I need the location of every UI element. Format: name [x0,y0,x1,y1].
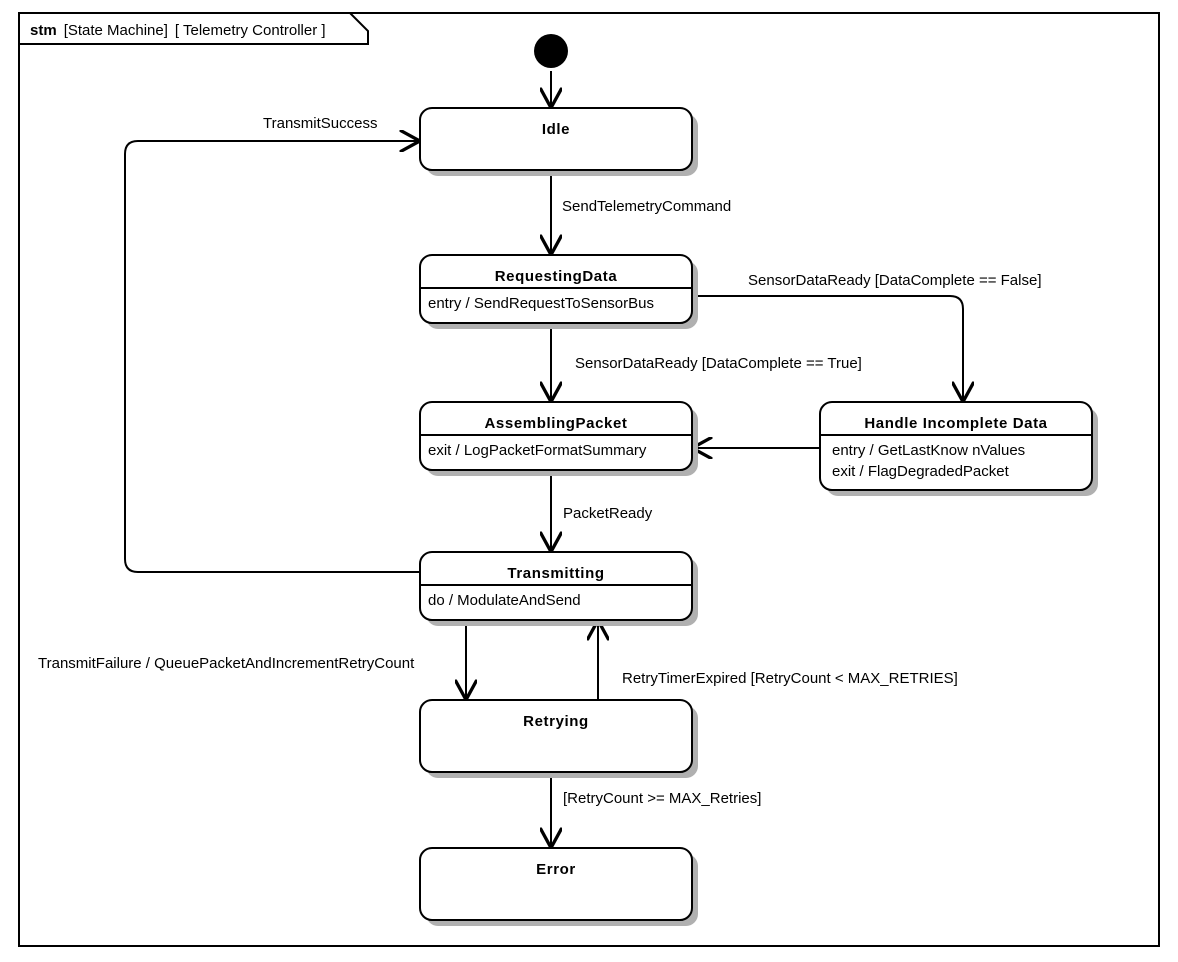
state-activity-entry: entry / SendRequestToSensorBus [428,295,654,312]
edge-label-retrytimerexpired: RetryTimerExpired [RetryCount < MAX_RETR… [622,670,958,687]
transition-requestingdata-to-handleincompletedata: SensorDataReady [DataComplete == False] [692,272,1042,400]
transition-requestingdata-to-assemblingpacket: SensorDataReady [DataComplete == True] [551,323,862,400]
state-error[interactable]: Error [419,847,698,926]
frame-border [18,12,1160,947]
edge-label-sensordataready-true: SensorDataReady [DataComplete == True] [575,355,862,372]
frame-tab-label: stm [State Machine] [ Telemetry Controller… [30,22,326,39]
edge-line [692,295,963,400]
state-name-label: Handle Incomplete Data [864,415,1047,432]
state-name-label: Retrying [523,713,589,730]
transition-idle-to-requestingdata: SendTelemetryCommand [551,170,731,253]
transition-transmitting-to-retrying: TransmitFailure / QueuePacketAndIncremen… [38,620,466,698]
state-assemblingpacket[interactable]: AssemblingPacket exit / LogPacketFormatS… [419,401,698,476]
transition-retrying-to-error: [RetryCount >= MAX_Retries] [551,772,761,846]
diagram-frame: stm [State Machine] [ Telemetry Controller… [18,12,1160,947]
state-activity-do: do / ModulateAndSend [428,592,581,609]
state-outline [419,107,693,171]
state-name-label: Transmitting [507,565,604,582]
state-name-label: Error [536,861,576,878]
edge-line [124,141,420,573]
frame-kind: stm [30,22,57,39]
initial-pseudostate [534,34,568,68]
state-activity-exit: exit / LogPacketFormatSummary [428,442,647,459]
transition-retrying-to-transmitting: RetryTimerExpired [RetryCount < MAX_RETR… [598,622,958,700]
frame-tab [18,12,369,45]
state-name-label: RequestingData [495,268,618,285]
transitions-layer: SendTelemetryCommand SensorDataReady [Da… [38,71,1042,846]
state-handleincompletedata[interactable]: Handle Incomplete Data entry / GetLastKn… [819,401,1098,496]
state-transmitting[interactable]: Transmitting do / ModulateAndSend [419,551,698,626]
state-name-label: AssemblingPacket [485,415,628,432]
state-activity-entry: entry / GetLastKnow nValues [832,442,1025,459]
state-idle[interactable]: Idle [419,107,698,176]
edge-label-transmitsuccess: TransmitSuccess [263,115,377,132]
state-requestingdata[interactable]: RequestingData entry / SendRequestToSens… [419,254,698,329]
frame-type: [State Machine] [64,22,168,39]
state-activity-exit: exit / FlagDegradedPacket [832,463,1010,480]
state-outline [419,699,693,773]
state-outline [819,401,1093,491]
edge-label-transmitfailure: TransmitFailure / QueuePacketAndIncremen… [38,655,415,672]
state-name-label: Idle [542,121,570,138]
edge-label-sensordataready-false: SensorDataReady [DataComplete == False] [748,272,1042,289]
state-retrying[interactable]: Retrying [419,699,698,778]
edge-label-send-telemetry-command: SendTelemetryCommand [562,198,731,215]
edge-label-packetready: PacketReady [563,505,653,522]
edge-label-retrycount-max: [RetryCount >= MAX_Retries] [563,790,761,807]
frame-name: [ Telemetry Controller ] [175,22,326,39]
transition-transmitting-to-idle: TransmitSuccess [124,115,420,573]
transition-assemblingpacket-to-transmitting: PacketReady [551,470,653,550]
state-outline [419,847,693,921]
initial-node-circle [534,34,568,68]
